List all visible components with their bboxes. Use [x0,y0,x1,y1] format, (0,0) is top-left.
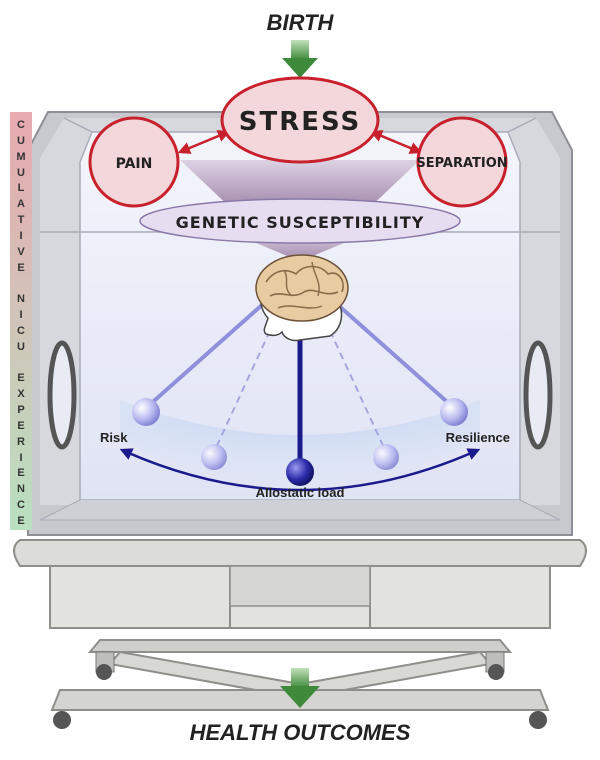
mid-right-ball [373,444,399,470]
separation-label: SEPARATION [416,156,507,171]
side-label-letter: N [17,483,25,495]
stress-node: STRESS [220,76,380,164]
side-label-letter: T [18,214,25,226]
risk-resilience-arrow [119,448,481,492]
left-porthole [47,340,77,450]
incubator-base [13,539,587,629]
resilience-ball [440,398,468,426]
side-label-letter: I [19,309,22,321]
pain-label: PAIN [116,156,153,172]
mid-left-ball [201,444,227,470]
side-label-letter: U [17,135,25,147]
side-label-letter: X [17,388,25,400]
center-ball [286,458,314,486]
pain-stress-arrow [177,130,231,154]
side-label-letter: E [17,262,24,274]
side-label-letter: C [17,499,25,511]
side-label-letter: U [17,341,25,353]
birth-arrow [282,40,318,78]
pendulum-strings [144,303,456,468]
side-label-letter: A [17,198,25,210]
side-label-letter: N [17,293,25,305]
separation-node: SEPARATION [416,116,508,208]
side-label-letter: E [17,467,24,479]
risk-label: Risk [100,430,128,445]
genetic-susceptibility-node: GENETIC SUSCEPTIBILITY [139,198,461,244]
pain-node: PAIN [88,116,180,208]
side-label-letter: I [19,230,22,242]
side-label-letter: L [18,182,25,194]
risk-ball [132,398,160,426]
cumulative-experience-bar [10,112,32,530]
stress-label: STRESS [239,107,362,137]
genetic-susceptibility-label: GENETIC SUSCEPTIBILITY [176,213,425,232]
health-outcomes-label: HEALTH OUTCOMES [190,720,411,745]
resilience-label: Resilience [446,430,510,445]
funnel [180,160,420,212]
stress-separation-arrow [369,130,423,154]
side-label-letter: E [17,372,24,384]
side-label-letter: I [19,452,22,464]
side-label-letter: E [17,515,24,527]
side-label-letter: M [16,151,25,163]
side-label-letter: U [17,167,25,179]
right-porthole [523,340,553,450]
side-label-letter: C [17,119,25,131]
allostatic-load-label: Allostatic load [256,485,345,500]
side-label-letter: V [17,246,25,258]
side-label-letter: P [17,404,24,416]
side-label-letter: R [17,436,25,448]
outcome-arrow [280,668,320,708]
infant-head-brain-icon [255,254,349,342]
birth-label: BIRTH [267,10,335,35]
side-label-letter: E [17,420,24,432]
side-label-letter: C [17,325,25,337]
incubator-wheels [53,664,547,729]
